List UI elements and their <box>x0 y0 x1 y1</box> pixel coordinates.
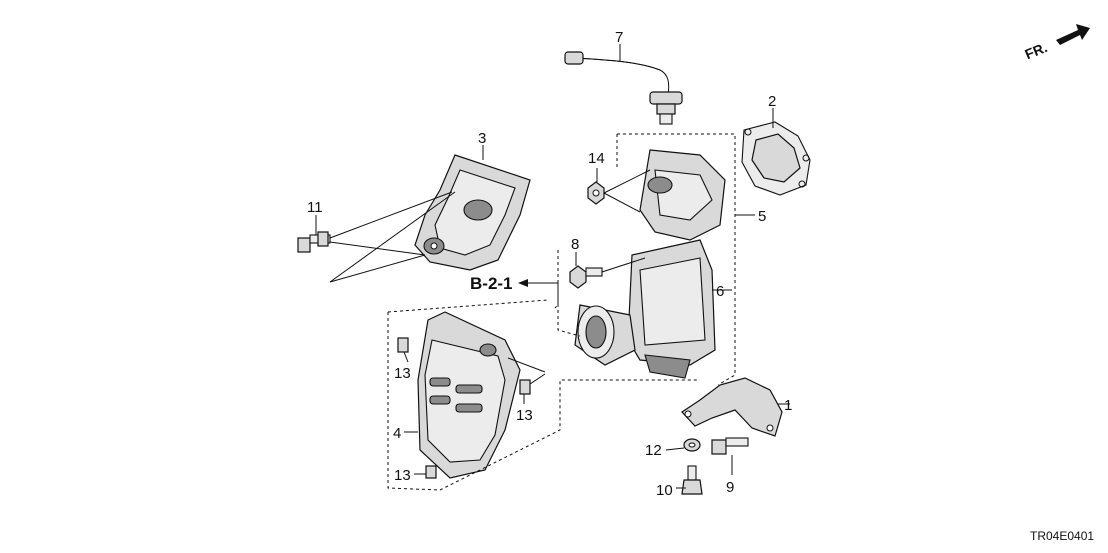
callout-8: 8 <box>571 236 579 253</box>
callout-2: 2 <box>768 93 776 110</box>
cross-reference-label[interactable]: B-2-1 <box>470 274 513 293</box>
exhaust-manifold-converter <box>574 149 726 379</box>
bolt-8 <box>569 265 603 289</box>
callout-numbers: 1 2 3 4 5 6 7 8 9 10 11 12 13 13 13 14 <box>307 29 792 499</box>
callout-12: 12 <box>645 442 662 459</box>
nut-13-lower <box>425 465 437 479</box>
front-arrow-icon <box>1056 24 1090 45</box>
diagram-code: TR04E0401 <box>1030 529 1094 543</box>
leader-lines <box>315 44 790 489</box>
converter-bracket <box>681 377 783 437</box>
nut-14 <box>587 181 605 205</box>
oxygen-sensor <box>564 51 683 125</box>
exhaust-gasket <box>741 121 811 196</box>
bolt-10 <box>681 465 703 495</box>
front-direction-indicator: FR. <box>1023 24 1090 62</box>
nut-13-right <box>519 379 531 395</box>
callout-5: 5 <box>758 208 766 225</box>
nut-13-upper <box>397 337 409 353</box>
callout-11: 11 <box>307 199 323 216</box>
callout-13-right: 13 <box>516 407 533 424</box>
callout-6: 6 <box>716 283 724 300</box>
callout-13-lower: 13 <box>394 467 411 484</box>
callout-1: 1 <box>784 397 792 414</box>
bolt-9 <box>711 437 749 455</box>
group-outlines <box>387 133 736 491</box>
callout-7: 7 <box>615 29 623 46</box>
callout-14: 14 <box>588 150 605 167</box>
lower-heat-shield <box>417 311 521 479</box>
upper-heat-shield <box>414 154 531 271</box>
washer-12 <box>683 438 701 452</box>
callout-13-upper: 13 <box>394 365 411 382</box>
bolt-11 <box>297 231 331 253</box>
front-direction-label: FR. <box>1023 39 1050 62</box>
callout-9: 9 <box>726 479 734 496</box>
callout-10: 10 <box>656 482 673 499</box>
callout-3: 3 <box>478 130 486 147</box>
callout-4: 4 <box>393 425 401 442</box>
